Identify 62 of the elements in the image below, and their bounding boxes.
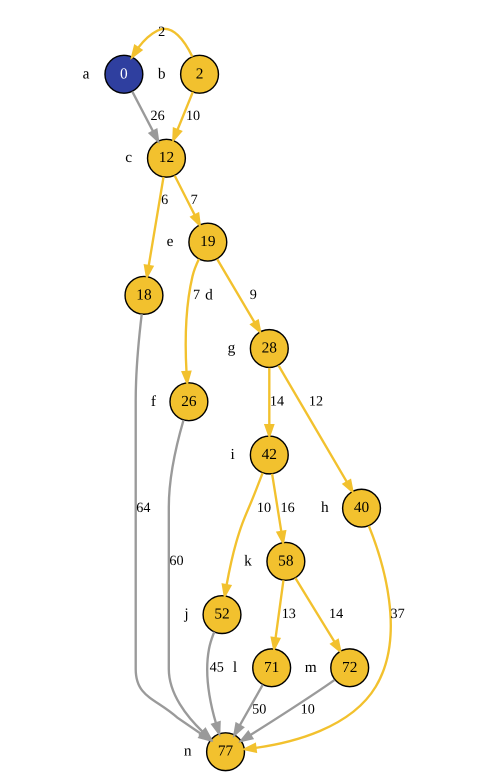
edge-label: 12 <box>308 393 324 410</box>
arrow <box>131 91 160 144</box>
node-label: h <box>321 499 329 516</box>
arrow <box>172 92 194 144</box>
arrow <box>232 684 264 738</box>
node-label: c <box>125 149 132 166</box>
edge-label: 64 <box>136 500 150 516</box>
edge-label: 50 <box>252 701 266 718</box>
arrow <box>270 474 286 546</box>
node-circle: 0 <box>104 54 144 94</box>
node-label: m <box>304 658 317 676</box>
edge-label: 13 <box>282 606 296 622</box>
edge-label: 10 <box>256 500 272 516</box>
node-label: l <box>232 658 238 676</box>
edge-label: 14 <box>329 606 344 622</box>
edge-label: 7 <box>193 287 200 304</box>
arrow <box>277 364 354 494</box>
node-label: f <box>150 392 156 410</box>
arrow <box>144 176 165 280</box>
node-circle: 2 <box>180 54 220 94</box>
node-label: n <box>184 742 192 760</box>
node-circle: 19 <box>188 222 228 262</box>
node-circle: 40 <box>342 488 382 528</box>
node-circle: 58 <box>266 542 306 581</box>
node-circle: 12 <box>146 138 186 178</box>
node-label: a <box>82 65 90 82</box>
node-circle: 18 <box>124 276 164 315</box>
arrow <box>221 472 264 600</box>
node-circle: 71 <box>252 648 292 688</box>
node-circle: 42 <box>250 435 289 475</box>
node-circle: 77 <box>206 732 246 772</box>
arrow <box>238 678 336 743</box>
edge-label: 45 <box>210 659 224 676</box>
arrow <box>241 526 392 754</box>
edge-label: 60 <box>169 553 184 570</box>
edge-label: 16 <box>280 500 295 516</box>
arrow <box>181 258 200 386</box>
edge-label: 10 <box>186 108 200 124</box>
edge-label: 7 <box>190 192 198 208</box>
edge-label: 10 <box>300 701 315 718</box>
arrow <box>206 631 221 737</box>
node-label: k <box>244 552 252 570</box>
edge-label: 26 <box>150 108 165 124</box>
arrow <box>264 368 275 440</box>
node-label: e <box>166 233 174 250</box>
node-circle: 72 <box>330 648 370 688</box>
node-circle: 28 <box>250 328 289 368</box>
node-label: j <box>184 606 189 623</box>
arrow <box>216 258 262 335</box>
arrow <box>270 580 285 652</box>
edge-label: 9 <box>250 287 257 304</box>
node-label: b <box>158 65 166 82</box>
arrow <box>294 577 342 654</box>
node-label: g <box>228 340 236 357</box>
node-label: i <box>230 446 235 463</box>
node-circle: 52 <box>202 594 242 634</box>
arrow <box>174 174 202 228</box>
arrow <box>130 28 194 60</box>
node-label: d <box>205 286 213 304</box>
edge-label: 6 <box>161 192 168 208</box>
node-circle: 26 <box>169 382 209 422</box>
edge-label: 14 <box>270 393 284 410</box>
